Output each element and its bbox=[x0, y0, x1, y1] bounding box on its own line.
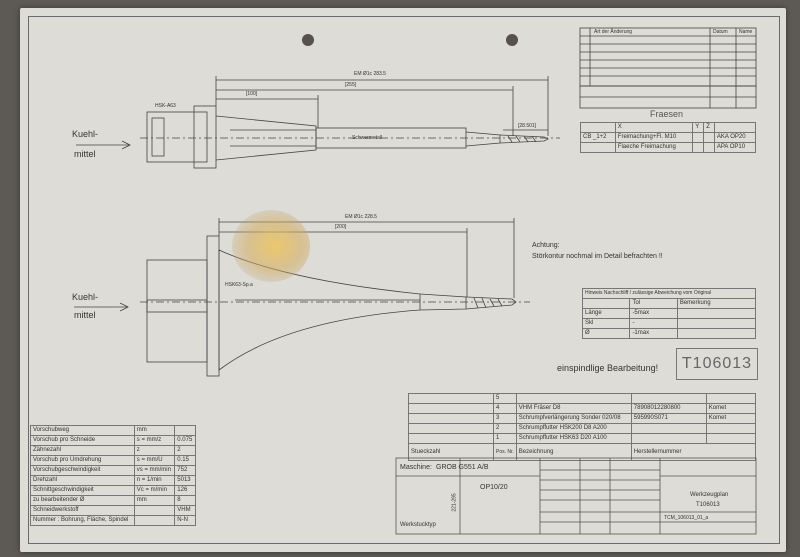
parts-table: 5 4 VHM Fräser D8 78908012280800 Komet 3… bbox=[408, 393, 757, 461]
top-cutter bbox=[499, 134, 549, 144]
tolerance-table: Hinweis Nachschliff / zulässige Abweichu… bbox=[581, 288, 757, 339]
machine-name: GROB G551 A/B bbox=[436, 464, 489, 471]
cell bbox=[676, 328, 757, 339]
params-row: Nummer : Bohrung, Fläche, Spindel N-N bbox=[30, 515, 196, 526]
top-holder-body bbox=[146, 111, 208, 163]
fraesen-table: X Y Z CB _1+2 Freimachung+Fl. M10 AKA OP… bbox=[580, 122, 757, 153]
tolerance-row: Ø -1max bbox=[581, 328, 757, 339]
side-number: 221-295 bbox=[451, 493, 458, 512]
rev-name-header: Name bbox=[739, 29, 753, 35]
top-tip-length: [28.501] bbox=[518, 123, 537, 129]
cell: Nummer : Bohrung, Fläche, Spindel bbox=[30, 515, 135, 526]
workpiece-type-label: Werkstucktyp bbox=[400, 522, 436, 528]
cell bbox=[133, 515, 176, 526]
machine-label: Maschine: bbox=[400, 464, 432, 471]
operation: OP10/20 bbox=[480, 484, 508, 491]
drawing-frame bbox=[28, 16, 780, 544]
cell: Herstellernummer bbox=[630, 443, 757, 461]
file-name: TCM_106013_01_a bbox=[664, 515, 709, 521]
tool-plan-number: T106013 bbox=[696, 502, 720, 508]
bottom-total-length: EM Ø1c 228.5 bbox=[345, 214, 377, 220]
fraesen-title: Fraesen bbox=[650, 109, 684, 119]
tool-plan-title: Werkzeugplan bbox=[690, 492, 729, 498]
rev-change-header: Art der Änderung bbox=[594, 29, 633, 35]
top-total-length: EM Ø1c 283.5 bbox=[354, 71, 386, 77]
cell: Ø bbox=[581, 328, 631, 339]
spindle-note: einspindlige Bearbeitung! bbox=[557, 363, 659, 373]
cell: APA OP10 bbox=[713, 142, 757, 153]
warning-text: Störkontur nochmal im Detail befrachten … bbox=[532, 253, 663, 260]
coolant-label-bottom-2: mittel bbox=[74, 310, 96, 320]
top-holder-flange bbox=[193, 105, 217, 169]
cell: N-N bbox=[174, 515, 196, 526]
coolant-label-top-1: Kuehl- bbox=[72, 129, 99, 139]
fraesen-row: Flaeche Freimachung APA OP10 bbox=[580, 142, 757, 153]
top-holder-label: HSK-A63 bbox=[155, 103, 176, 109]
warning-title: Achtung: bbox=[532, 242, 560, 249]
drawing-id-box: T106013 bbox=[676, 348, 758, 380]
top-length-100: [100] bbox=[246, 91, 258, 97]
cell: -1max bbox=[629, 328, 678, 339]
coffee-stain bbox=[232, 210, 310, 282]
top-length-255: [255] bbox=[345, 82, 357, 88]
cell: Stueckzahl bbox=[408, 443, 494, 461]
bottom-holder-label: HSK63-Sp.a bbox=[225, 282, 253, 288]
punch-hole bbox=[302, 34, 314, 46]
bottom-length-200: [200] bbox=[335, 224, 347, 230]
top-part-label: Schwermetall bbox=[352, 135, 383, 141]
punch-hole bbox=[506, 34, 518, 46]
rev-date-header: Datum bbox=[713, 29, 728, 35]
coolant-label-bottom-1: Kuehl- bbox=[72, 292, 99, 302]
cell bbox=[580, 142, 616, 153]
cell bbox=[692, 142, 705, 153]
coolant-label-top-2: mittel bbox=[74, 149, 96, 159]
parts-header-row: Stueckzahl Pos. Nr. Bezeichnung Herstell… bbox=[408, 443, 757, 461]
